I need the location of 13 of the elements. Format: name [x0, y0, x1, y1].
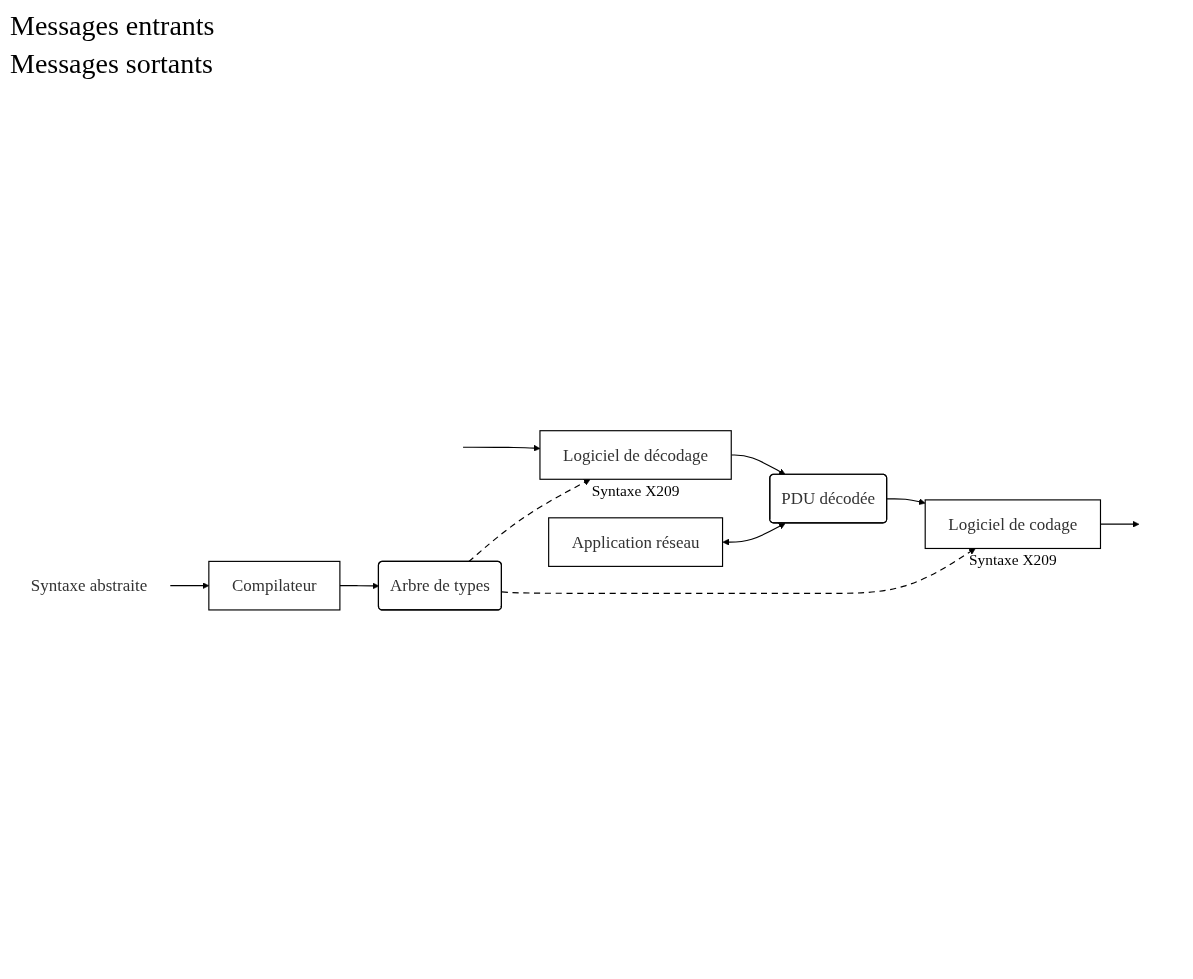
note-text: Messages sortants	[10, 48, 214, 80]
node-caption: Syntaxe X209	[969, 551, 1057, 569]
arrow	[722, 522, 786, 546]
node-box: Application réseau	[548, 516, 724, 567]
arrow	[468, 478, 591, 563]
node-text: Syntaxe abstraite	[30, 575, 148, 595]
arrow	[501, 547, 976, 594]
arrow	[886, 497, 926, 505]
note-text: Messages entrants	[10, 10, 215, 42]
node-box: Logiciel de codage	[924, 499, 1102, 549]
node-box: Compilateur	[208, 560, 341, 611]
node-box: Logiciel de décodage	[539, 429, 732, 480]
node-caption: Syntaxe X209	[591, 481, 680, 499]
